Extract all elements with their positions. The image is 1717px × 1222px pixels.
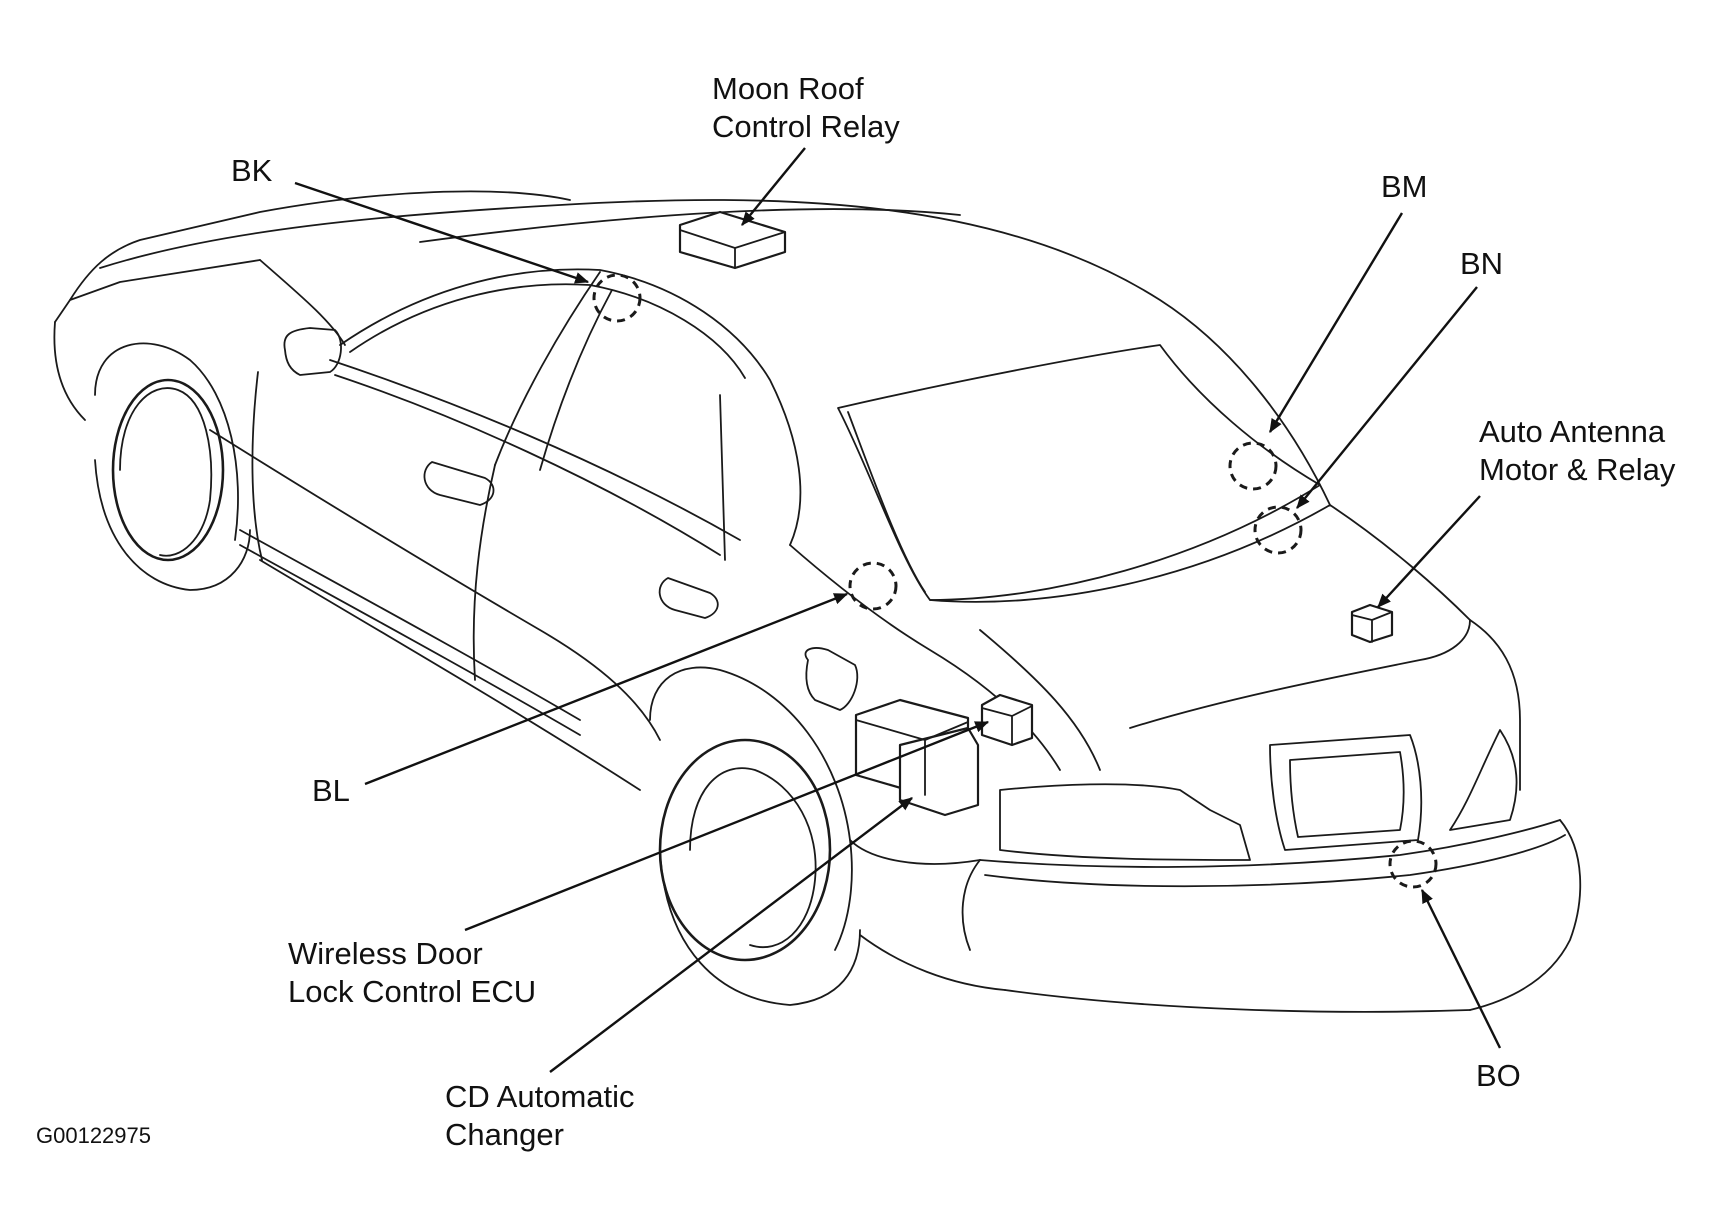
figure-id: G00122975 (36, 1123, 151, 1148)
cd-changer-leader (549, 797, 913, 1073)
connector-bk-marker (592, 273, 642, 323)
bm-label: BM (1381, 169, 1428, 204)
connector-bl-marker (848, 561, 898, 611)
bk-label: BK (231, 153, 273, 188)
cd-changer-label-line2: Changer (445, 1117, 564, 1152)
auto-antenna-label-line1: Auto Antenna (1479, 414, 1666, 449)
wireless-ecu-label-line1: Wireless Door (288, 936, 483, 971)
wireless-ecu-label-line2: Lock Control ECU (288, 974, 537, 1009)
moon-roof-relay-label-line1: Moon Roof (712, 71, 864, 106)
moon-roof-relay-leader (741, 147, 806, 226)
car-body (53, 190, 1582, 1013)
bo-label: BO (1476, 1058, 1521, 1093)
moon-roof-relay-label-line2: Control Relay (712, 109, 900, 144)
bl-label: BL (312, 773, 350, 808)
auto-antenna-label-line2: Motor & Relay (1479, 452, 1676, 487)
moon-roof-relay-label: Moon Roof Control Relay (712, 70, 900, 146)
auto-antenna-relay-box (1350, 603, 1394, 644)
cd-automatic-changer-box (854, 698, 980, 817)
bl-leader (364, 592, 849, 786)
cd-changer-label-line1: CD Automatic (445, 1079, 635, 1114)
auto-antenna-label: Auto Antenna Motor & Relay (1479, 413, 1675, 489)
wireless-ecu-label: Wireless Door Lock Control ECU (288, 935, 536, 1011)
bk-leader (294, 181, 590, 284)
bo-leader (1420, 888, 1502, 1049)
wireless-ecu-leader (464, 720, 990, 932)
cd-changer-label: CD Automatic Changer (445, 1078, 635, 1154)
wireless-door-lock-ecu-box (980, 693, 1034, 747)
connector-bm-marker (1228, 441, 1278, 491)
bm-leader (1268, 212, 1404, 433)
auto-antenna-leader (1377, 495, 1481, 608)
moon-roof-relay-box (678, 210, 787, 270)
bn-label: BN (1460, 246, 1504, 281)
connector-bo-marker (1388, 839, 1438, 889)
connector-bn-marker (1253, 505, 1303, 555)
bn-leader (1296, 286, 1478, 509)
